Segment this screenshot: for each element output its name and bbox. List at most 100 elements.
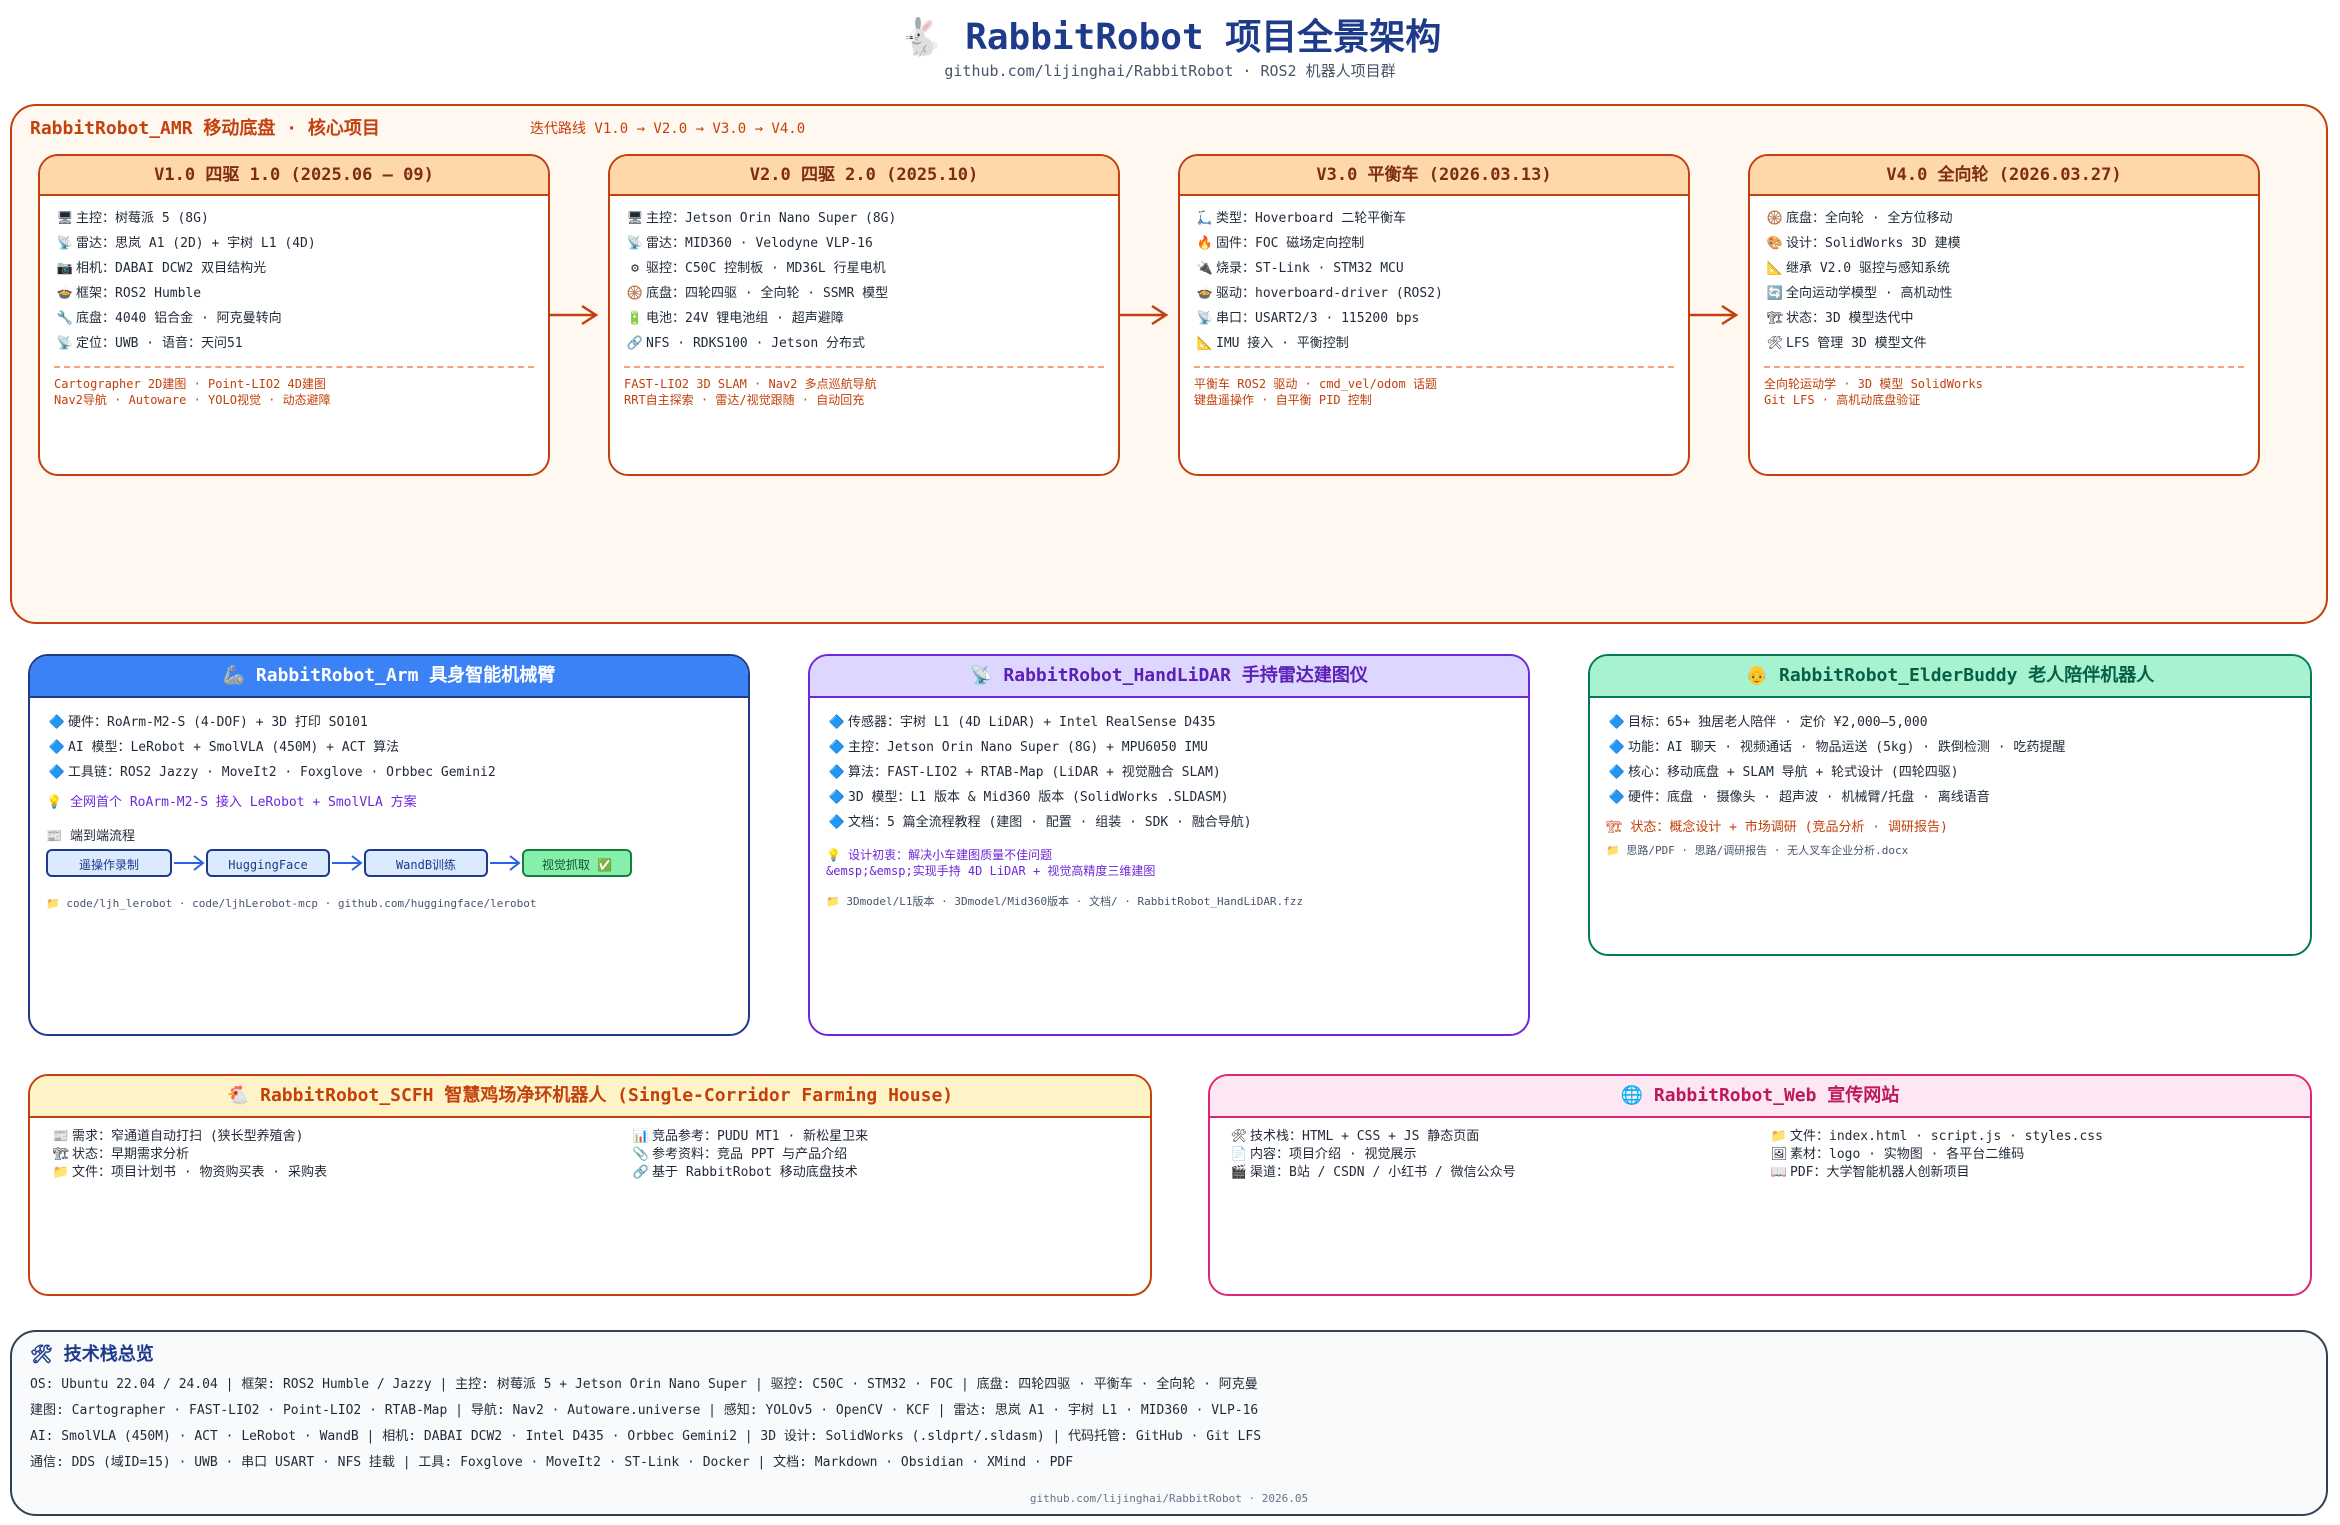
camera-icon: 📷 — [56, 261, 74, 276]
diamond-icon: 🔷 — [1608, 790, 1626, 805]
list-item: 📊竞品参考：PUDU MT1 · 新松星卫来 — [630, 1128, 868, 1146]
list-item: 🎬渠道：B站 / CSDN / 小红书 / 微信公众号 — [1228, 1164, 1516, 1182]
link-icon: 🔗 — [632, 1165, 650, 1180]
list-item: 📡雷达：思岚 A1 (2D) + 宇树 L1 (4D) — [54, 231, 534, 256]
web-card: 🌐 RabbitRobot_Web 宣传网站 🛠技术栈：HTML + CSS +… — [1208, 1074, 2312, 1296]
pot-icon: 🍲 — [1196, 286, 1214, 301]
wheel-icon: 🛞 — [1766, 211, 1784, 226]
folder-icon: 📁 — [52, 1165, 70, 1180]
flow-step: WandB训练 — [364, 849, 488, 877]
scfh-card: 🐔 RabbitRobot_SCFH 智慧鸡场净环机器人 (Single-Cor… — [28, 1074, 1152, 1296]
diamond-icon: 🔷 — [48, 765, 66, 780]
list-item: 🔷AI 模型：LeRobot + SmolVLA (450M) + ACT 算法 — [46, 735, 732, 760]
arm-card: 🦾 RabbitRobot_Arm 具身智能机械臂 🔷硬件：RoArm-M2-S… — [28, 654, 750, 1036]
list-item: 🔷算法：FAST-LIO2 + RTAB-Map (LiDAR + 视觉融合 S… — [826, 760, 1512, 785]
arm-title: 🦾 RabbitRobot_Arm 具身智能机械臂 — [30, 656, 748, 698]
version-footer: 全向轮运动学 · 3D 模型 SolidWorks — [1764, 377, 1983, 391]
paperclip-icon: 📎 — [632, 1147, 650, 1162]
list-item: 🔷硬件：底盘 · 摄像头 · 超声波 · 机械臂/托盘 · 离线语音 — [1606, 785, 2294, 810]
right-arrow-icon — [332, 855, 363, 871]
version-footer: 平衡车 ROS2 驱动 · cmd_vel/odom 话题 — [1194, 377, 1437, 391]
diamond-icon: 🔷 — [828, 715, 846, 730]
tech-footer: github.com/lijinghai/RabbitRobot · 2026.… — [1029, 1492, 1309, 1505]
version-title: V1.0 四驱 1.0 (2025.06 – 09) — [40, 156, 548, 196]
construction-icon: 🏗 — [1766, 311, 1784, 326]
list-item: 🖥主控：Jetson Orin Nano Super (8G) — [624, 206, 1104, 231]
version-card: V1.0 四驱 1.0 (2025.06 – 09)🖥主控：树莓派 5 (8G)… — [38, 154, 550, 476]
right-arrow-icon — [1118, 304, 1169, 326]
list-item: 📰需求：窄通道自动打扫 (狭长型养殖舍) — [50, 1128, 327, 1146]
pot-icon: 🍲 — [56, 286, 74, 301]
picture-icon: 🖼 — [1770, 1147, 1788, 1162]
version-title: V2.0 四驱 2.0 (2025.10) — [610, 156, 1118, 196]
web-right-column: 📁文件：index.html · script.js · styles.css … — [1768, 1128, 2103, 1182]
handlidar-paths: 📁 3Dmodel/L1版本 · 3Dmodel/Mid360版本 · 文档/ … — [826, 895, 1304, 908]
flow-title: 📰 端到端流程 — [46, 829, 136, 844]
flow-step: 遥操作录制 — [46, 849, 172, 877]
wrench-icon: 🔧 — [56, 311, 74, 326]
diamond-icon: 🔷 — [48, 740, 66, 755]
scfh-left-column: 📰需求：窄通道自动打扫 (狭长型养殖舍) 🏗状态：早期需求分析 📁文件：项目计划… — [50, 1128, 327, 1182]
link-icon: 🔗 — [626, 336, 644, 351]
tech-stack-title: 🛠 技术栈总览 — [30, 1344, 154, 1365]
battery-icon: 🔋 — [626, 311, 644, 326]
tools-icon: 🛠 — [1766, 336, 1784, 351]
design-note: &emsp;&emsp;实现手持 4D LiDAR + 视觉高精度三维建图 — [826, 864, 1156, 878]
ruler-icon: 📐 — [1196, 336, 1214, 351]
list-item: 🔷功能：AI 聊天 · 视频通话 · 物品运送 (5kg) · 跌倒检测 · 吃… — [1606, 735, 2294, 760]
version-card: V3.0 平衡车 (2026.03.13)🛴类型：Hoverboard 二轮平衡… — [1178, 154, 1690, 476]
diamond-icon: 🔷 — [828, 790, 846, 805]
satellite-icon: 📡 — [1196, 311, 1214, 326]
list-item: 🔋电池：24V 锂电池组 · 超声避障 — [624, 306, 1104, 331]
tech-row: OS: Ubuntu 22.04 / 24.04 | 框架: ROS2 Humb… — [30, 1377, 1258, 1392]
list-item: 📡雷达：MID360 · Velodyne VLP-16 — [624, 231, 1104, 256]
flow-step: HuggingFace — [206, 849, 330, 877]
plug-icon: 🔌 — [1196, 261, 1214, 276]
right-arrow-icon — [548, 304, 599, 326]
list-item: 🛠技术栈：HTML + CSS + JS 静态页面 — [1228, 1128, 1516, 1146]
list-item: ⚙驱控：C50C 控制板 · MD36L 行星电机 — [624, 256, 1104, 281]
handlidar-title: 📡 RabbitRobot_HandLiDAR 手持雷达建图仪 — [810, 656, 1528, 698]
flow-step-done: 视觉抓取 ✅ — [522, 849, 632, 877]
list-item: 🛴类型：Hoverboard 二轮平衡车 — [1194, 206, 1674, 231]
version-footer: Cartographer 2D建图 · Point-LIO2 4D建图 — [54, 377, 326, 391]
list-item: 📡串口：USART2/3 · 115200 bps — [1194, 306, 1674, 331]
folder-icon: 📁 — [1770, 1129, 1788, 1144]
dashed-divider — [624, 366, 1104, 368]
list-item: 📷相机：DABAI DCW2 双目结构光 — [54, 256, 534, 281]
right-arrow-icon — [174, 855, 205, 871]
diamond-icon: 🔷 — [48, 715, 66, 730]
list-item: 📁文件：项目计划书 · 物资购买表 · 采购表 — [50, 1164, 327, 1182]
satellite-icon: 📡 — [56, 336, 74, 351]
tech-row: AI: SmolVLA (450M) · ACT · LeRobot · Wan… — [30, 1429, 1262, 1444]
list-item: 🔗NFS · RDKS100 · Jetson 分布式 — [624, 331, 1104, 356]
list-item: 📎参考资料：竞品 PPT 与产品介绍 — [630, 1146, 868, 1164]
diamond-icon: 🔷 — [1608, 765, 1626, 780]
list-item: 🔷传感器：宇树 L1 (4D LiDAR) + Intel RealSense … — [826, 710, 1512, 735]
list-item: 🍲框架：ROS2 Humble — [54, 281, 534, 306]
list-item: 📄内容：项目介绍 · 视觉展示 — [1228, 1146, 1516, 1164]
list-item: 🛠LFS 管理 3D 模型文件 — [1764, 331, 2244, 356]
monitor-icon: 🖥 — [56, 211, 74, 226]
design-note: 💡 设计初衷：解决小车建图质量不佳问题 — [826, 848, 1053, 862]
tech-row: 建图: Cartographer · FAST-LIO2 · Point-LIO… — [30, 1403, 1259, 1418]
list-item: 📖PDF：大学智能机器人创新项目 — [1768, 1164, 2103, 1182]
web-left-column: 🛠技术栈：HTML + CSS + JS 静态页面 📄内容：项目介绍 · 视觉展… — [1228, 1128, 1516, 1182]
list-item: 🖼素材：logo · 实物图 · 各平台二维码 — [1768, 1146, 2103, 1164]
list-item: 🔷目标：65+ 独居老人陪伴 · 定价 ¥2,000–5,000 — [1606, 710, 2294, 735]
tech-row: 通信: DDS (域ID=15) · UWB · 串口 USART · NFS … — [30, 1455, 1074, 1470]
list-item: 🔄全向运动学模型 · 高机动性 — [1764, 281, 2244, 306]
list-item: 📐继承 V2.0 驱控与感知系统 — [1764, 256, 2244, 281]
web-title: 🌐 RabbitRobot_Web 宣传网站 — [1210, 1076, 2310, 1118]
amr-title: RabbitRobot_AMR 移动底盘 · 核心项目 — [30, 118, 380, 139]
monitor-icon: 🖥 — [626, 211, 644, 226]
list-item: 🔌烧录：ST-Link · STM32 MCU — [1194, 256, 1674, 281]
diamond-icon: 🔷 — [828, 765, 846, 780]
page-title: 🐇 RabbitRobot 项目全景架构 — [898, 17, 1442, 58]
list-item: 🔷文档：5 篇全流程教程 (建图 · 配置 · 组装 · SDK · 融合导航) — [826, 810, 1512, 835]
diamond-icon: 🔷 — [1608, 715, 1626, 730]
book-icon: 📖 — [1770, 1165, 1788, 1180]
version-footer: Nav2导航 · Autoware · YOLO视觉 · 动态避障 — [54, 393, 331, 407]
list-item: 🔷工具链：ROS2 Jazzy · MoveIt2 · Foxglove · O… — [46, 760, 732, 785]
dashed-divider — [1194, 366, 1674, 368]
